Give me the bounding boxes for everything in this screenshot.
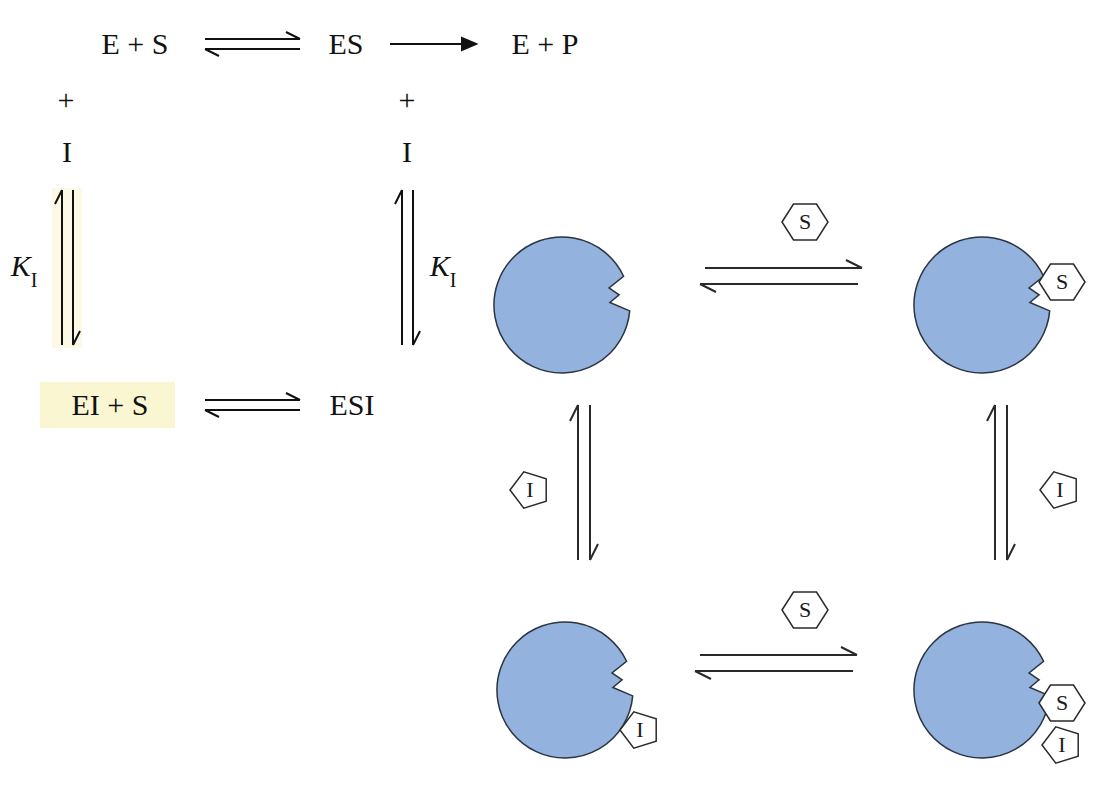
species-label: I	[402, 137, 412, 167]
harpoon-arrow	[1007, 405, 1015, 560]
arrow-head	[462, 38, 476, 50]
constant-label: KI	[11, 251, 38, 290]
harpoon-arrow	[395, 190, 402, 345]
harpoon-arrow	[55, 190, 62, 345]
node-text: S	[1056, 692, 1068, 714]
harpoon-arrow	[700, 284, 858, 292]
node-text: S	[1056, 271, 1068, 293]
harpoon-arrow	[205, 393, 300, 400]
substrate-hexagon: S	[1039, 685, 1085, 721]
enzyme	[494, 237, 630, 373]
inhibitor-pentagon: I	[620, 711, 660, 749]
harpoon-arrow	[205, 49, 300, 56]
node-text: S	[799, 599, 811, 621]
enzyme	[914, 237, 1050, 373]
node-text: I	[1058, 734, 1065, 756]
harpoon-arrow	[570, 405, 578, 560]
highlight	[40, 382, 175, 428]
shape-outline	[1042, 727, 1078, 763]
enzyme	[914, 622, 1050, 758]
species-label: EI + S	[72, 390, 149, 420]
species-label: I	[62, 137, 72, 167]
species-label: ESI	[330, 390, 375, 420]
harpoon-arrow	[700, 647, 857, 655]
substrate-hexagon: S	[1039, 264, 1085, 300]
shape-outline	[1039, 264, 1085, 300]
harpoon-arrow	[705, 260, 862, 268]
highlight	[52, 188, 82, 348]
shape-outline	[510, 472, 546, 508]
inhibitor-pentagon: I	[1042, 726, 1082, 764]
node-text: I	[1056, 479, 1063, 501]
node-text: I	[636, 719, 643, 741]
illustration-arrows	[570, 260, 1015, 679]
shape-outline	[1040, 472, 1076, 508]
shape-outline	[620, 712, 656, 748]
shape-outline	[1039, 685, 1085, 721]
species-label: E + S	[102, 29, 169, 59]
enzymes	[494, 237, 1050, 758]
harpoon-arrow	[695, 671, 853, 679]
shape-outline	[782, 592, 828, 628]
scheme-arrows	[55, 32, 476, 417]
harpoon-arrow	[205, 410, 300, 417]
shape-outline	[782, 204, 828, 240]
species-label: +	[399, 85, 416, 115]
harpoon-arrow	[205, 32, 300, 39]
harpoon-arrow	[413, 190, 420, 345]
inhibitor-pentagon: I	[1040, 471, 1080, 509]
substrate-hexagon: S	[782, 592, 828, 628]
species-label: +	[58, 85, 75, 115]
node-text: S	[799, 211, 811, 233]
inhibitor-pentagon: I	[510, 471, 550, 509]
enzyme	[497, 622, 633, 758]
substrate-hexagon: S	[782, 204, 828, 240]
species-label: ES	[328, 29, 363, 59]
harpoon-arrow	[987, 405, 995, 560]
constant-label: KI	[430, 251, 457, 290]
node-text: I	[526, 479, 533, 501]
harpoon-arrow	[590, 405, 598, 560]
species-label: E + P	[512, 29, 579, 59]
harpoon-arrow	[73, 190, 80, 345]
